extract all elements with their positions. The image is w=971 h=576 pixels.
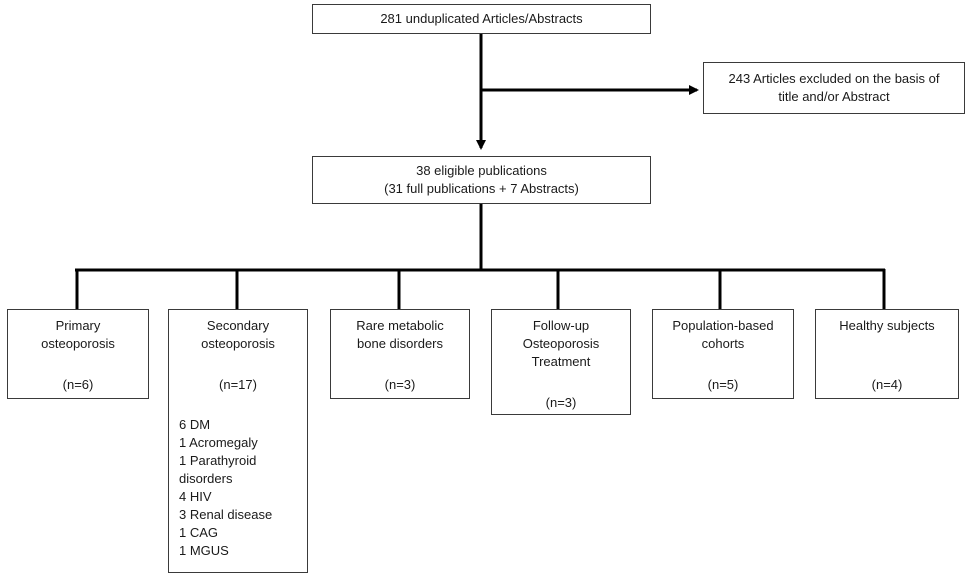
population-label-1: Population-based: [672, 318, 774, 333]
box-unduplicated-articles: 281 unduplicated Articles/Abstracts: [312, 4, 651, 34]
followup-label-2: Osteoporosis: [522, 336, 600, 351]
box-excluded-articles: 243 Articles excluded on the basis of ti…: [703, 62, 965, 114]
box-followup-treatment: Follow-up Osteoporosis Treatment (n=3): [491, 309, 631, 415]
primary-label-1: Primary: [55, 318, 101, 333]
eligible-line-2: (31 full publications + 7 Abstracts): [384, 181, 579, 196]
box-healthy-subjects: Healthy subjects (n=4): [815, 309, 959, 399]
breakdown-item-acromegaly: 1 Acromegaly: [179, 435, 258, 450]
rare-label-2: bone disorders: [357, 336, 443, 351]
breakdown-item-parathyroid: 1 Parathyroid: [179, 453, 257, 468]
rare-label-1: Rare metabolic: [356, 318, 444, 333]
box-secondary-osteoporosis: Secondary osteoporosis (n=17) 6 DM 1 Acr…: [168, 309, 308, 573]
eligible-line-1: 38 eligible publications: [416, 163, 547, 178]
secondary-label-1: Secondary: [206, 318, 270, 333]
box-population-cohorts: Population-based cohorts (n=5): [652, 309, 794, 399]
breakdown-item-hiv: 4 HIV: [179, 489, 212, 504]
breakdown-item-parathyroid-cont: disorders: [179, 471, 233, 486]
unduplicated-articles-text: 281 unduplicated Articles/Abstracts: [380, 11, 583, 26]
breakdown-item-mgus: 1 MGUS: [179, 543, 229, 558]
secondary-label-2: osteoporosis: [201, 336, 275, 351]
box-primary-osteoporosis: Primary osteoporosis (n=6): [7, 309, 149, 399]
population-label-2: cohorts: [701, 336, 745, 351]
breakdown-item-dm: 6 DM: [179, 417, 211, 432]
primary-count: (n=6): [62, 377, 94, 392]
excluded-line-2: title and/or Abstract: [778, 89, 890, 104]
primary-label-2: osteoporosis: [41, 336, 115, 351]
followup-label-3: Treatment: [531, 354, 591, 369]
breakdown-item-renal: 3 Renal disease: [179, 507, 273, 522]
box-rare-metabolic: Rare metabolic bone disorders (n=3): [330, 309, 470, 399]
followup-count: (n=3): [545, 395, 577, 410]
excluded-line-1: 243 Articles excluded on the basis of: [728, 71, 940, 86]
healthy-count: (n=4): [871, 377, 903, 392]
rare-count: (n=3): [384, 377, 416, 392]
healthy-label-1: Healthy subjects: [839, 318, 935, 333]
breakdown-item-cag: 1 CAG: [179, 525, 219, 540]
secondary-breakdown-list: 6 DM 1 Acromegaly 1 Parathyroid disorder…: [179, 416, 272, 560]
secondary-count: (n=17): [219, 377, 257, 392]
followup-label-1: Follow-up: [532, 318, 590, 333]
box-eligible-publications: 38 eligible publications (31 full public…: [312, 156, 651, 204]
population-count: (n=5): [707, 377, 739, 392]
